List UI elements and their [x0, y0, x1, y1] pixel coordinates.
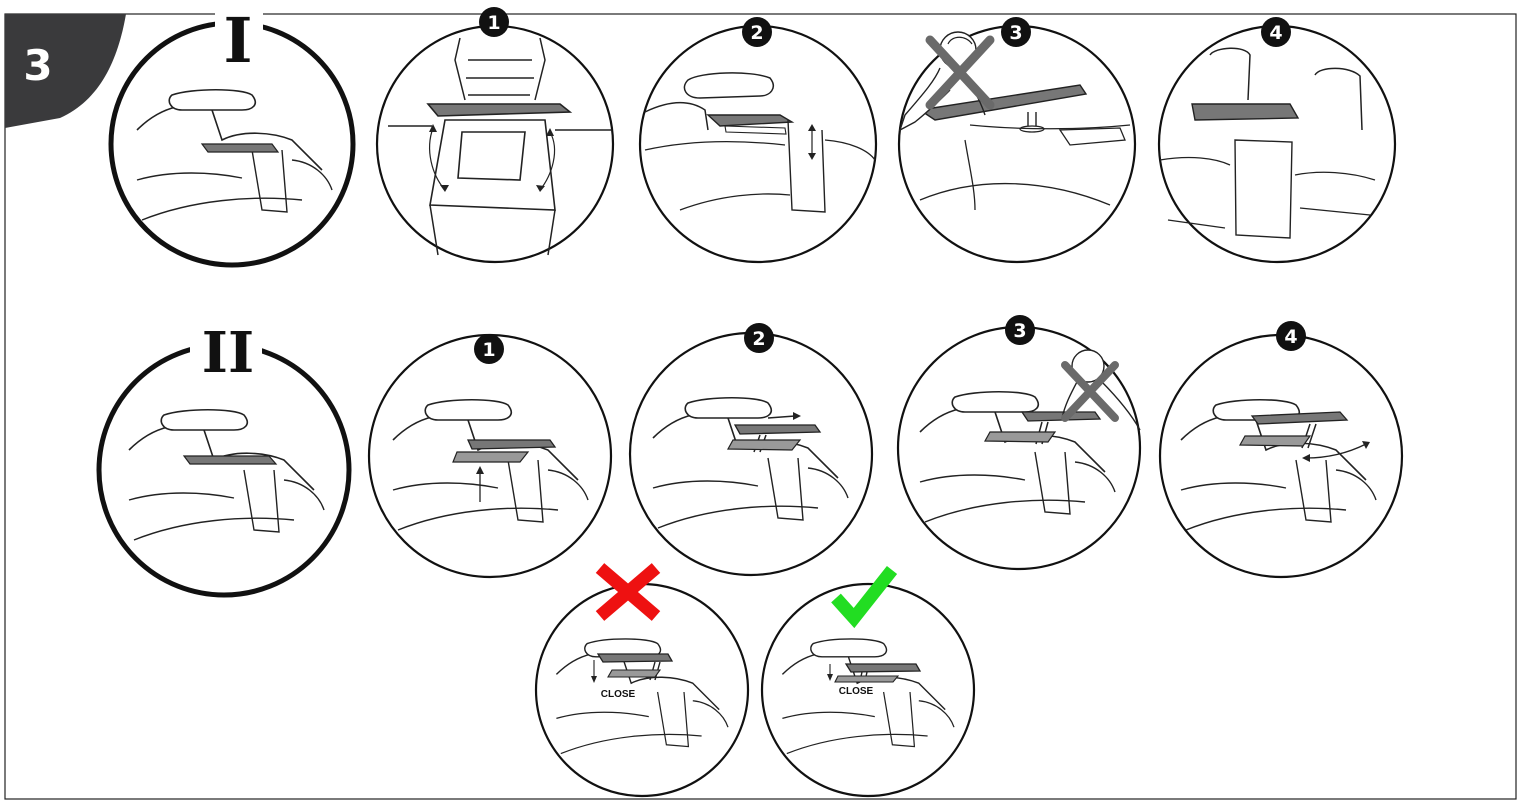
- table-top: [1191, 103, 1300, 121]
- row-1-overview: I: [108, 2, 356, 268]
- close-label: CLOSE: [839, 686, 874, 697]
- step-number: 4: [1269, 22, 1282, 44]
- step-number: 3: [1009, 22, 1022, 44]
- row-2-overview: II: [96, 318, 352, 598]
- step-marker: [1261, 17, 1291, 47]
- row-2-step-1: 1: [367, 333, 613, 579]
- step-marker: [479, 7, 509, 37]
- row-1-step-2: 2: [638, 17, 878, 264]
- row-2-step-3: 3: [896, 315, 1142, 571]
- close-wrong-example: CLOSE: [534, 563, 750, 798]
- step-number: 2: [752, 328, 765, 350]
- step-marker: [474, 334, 504, 364]
- table-top: [918, 84, 1088, 121]
- step-number: 2: [750, 22, 763, 44]
- page-frame: [4, 13, 1517, 800]
- section-number: 3: [23, 41, 52, 90]
- step-marker: [742, 17, 772, 47]
- table-top: [426, 103, 573, 117]
- table-top: [844, 663, 922, 673]
- step-marker: [1005, 315, 1035, 345]
- table-top: [200, 143, 280, 153]
- row-1-step-4: 4: [1157, 17, 1397, 264]
- step-number: 4: [1284, 326, 1297, 348]
- close-right-example: CLOSE: [760, 565, 976, 798]
- step-number: 1: [482, 339, 495, 361]
- row-2-step-2: 2: [628, 323, 874, 577]
- table-top: [733, 424, 822, 435]
- no-children-icon: [898, 31, 995, 132]
- row-1-step-1: 1: [375, 7, 615, 264]
- section-badge: 3: [5, 14, 126, 128]
- table-top: [1020, 411, 1102, 422]
- table-top: [706, 114, 795, 127]
- row-2-step-4: 4: [1158, 321, 1404, 579]
- table-top: [466, 439, 557, 450]
- step-marker: [1001, 17, 1031, 47]
- step-marker: [744, 323, 774, 353]
- no-children-icon: [1061, 349, 1141, 431]
- check-icon: [831, 565, 898, 629]
- row-1-step-3: 3: [897, 17, 1137, 264]
- step-number: 3: [1013, 320, 1026, 342]
- table-top: [596, 653, 674, 663]
- x-icon: [595, 563, 661, 621]
- step-number: 1: [487, 12, 500, 34]
- step-marker: [1276, 321, 1306, 351]
- row-1-numeral: I: [223, 4, 252, 77]
- close-label: CLOSE: [601, 689, 636, 700]
- table-top: [1250, 411, 1349, 425]
- row-2-numeral: II: [202, 320, 254, 386]
- table-top: [182, 455, 278, 465]
